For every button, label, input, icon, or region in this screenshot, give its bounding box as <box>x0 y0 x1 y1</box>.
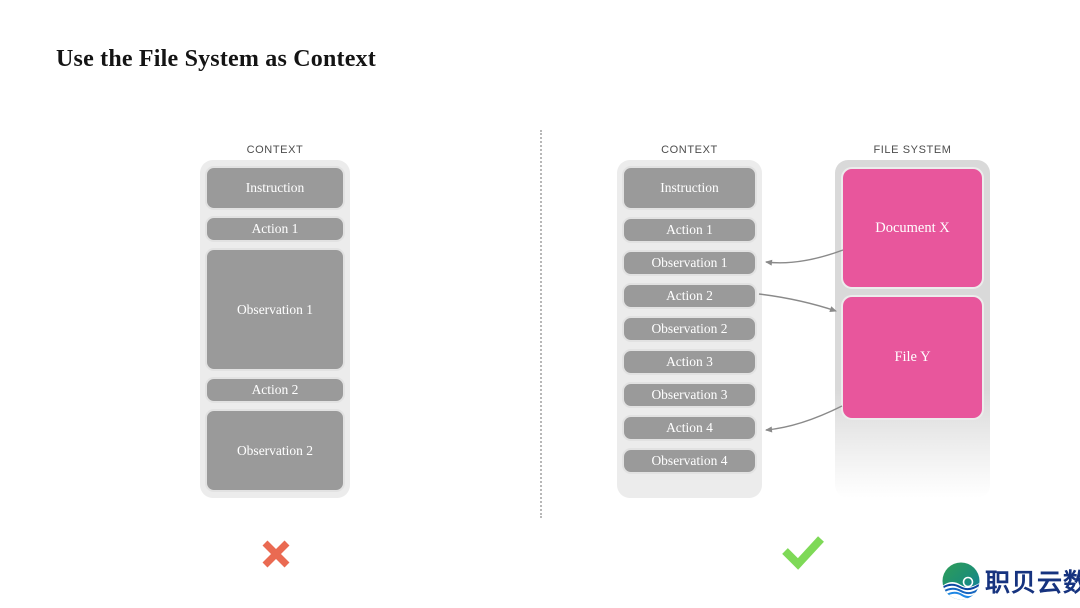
context-block-action-3: Action 3 <box>622 349 757 375</box>
file-block-file-y: File Y <box>841 295 984 420</box>
vertical-dotted-divider <box>540 130 542 518</box>
right-context-container: Instruction Action 1 Observation 1 Actio… <box>617 160 762 498</box>
arrow-filey-to-action4 <box>765 405 843 433</box>
context-block-action-1: Action 1 <box>205 216 345 242</box>
logo-text: 职贝云数 <box>985 569 1080 597</box>
context-block-observation-1: Observation 1 <box>622 250 757 276</box>
arrow-documentx-to-observation1 <box>765 249 844 266</box>
context-block-action-2: Action 2 <box>205 377 345 403</box>
logo: 职贝云数 <box>941 561 1080 601</box>
check-icon <box>782 536 824 570</box>
context-block-instruction: Instruction <box>622 166 757 210</box>
context-block-observation-3: Observation 3 <box>622 382 757 408</box>
arrow-action2-to-filey <box>758 293 837 312</box>
context-block-observation-4: Observation 4 <box>622 448 757 474</box>
file-block-document-x: Document X <box>841 167 984 289</box>
context-block-observation-2: Observation 2 <box>622 316 757 342</box>
context-block-action-1: Action 1 <box>622 217 757 243</box>
file-system-container: Document X File Y <box>835 160 990 498</box>
left-context-label: CONTEXT <box>246 144 304 156</box>
context-block-observation-1: Observation 1 <box>205 248 345 371</box>
right-context-label: CONTEXT <box>661 144 718 156</box>
left-context-container: Instruction Action 1 Observation 1 Actio… <box>200 160 350 498</box>
page-title: Use the File System as Context <box>56 46 376 72</box>
context-block-instruction: Instruction <box>205 166 345 210</box>
context-block-action-4: Action 4 <box>622 415 757 441</box>
file-system-label: FILE SYSTEM <box>873 144 952 156</box>
context-block-observation-2: Observation 2 <box>205 409 345 492</box>
cross-icon <box>262 540 290 568</box>
logo-globe-wave-icon <box>942 562 980 600</box>
context-block-action-2: Action 2 <box>622 283 757 309</box>
